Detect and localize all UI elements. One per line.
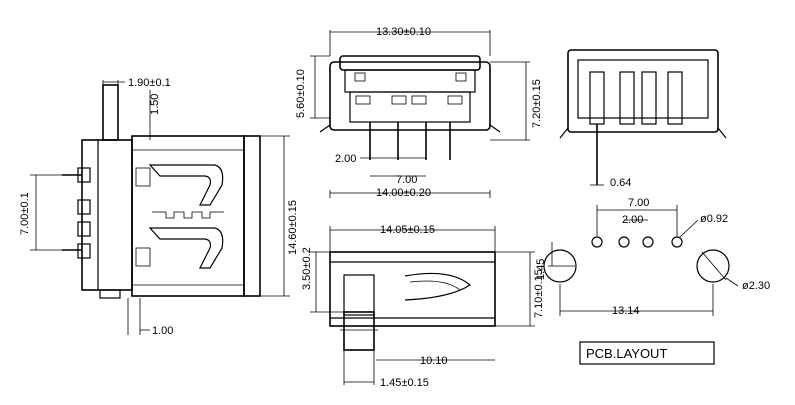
top-view: 14.05±0.15 3.50±0.2 7.10±0.15 10.10 1.45… (301, 224, 545, 389)
rear-pin-thickness-label: 0.64 (610, 177, 631, 189)
small-hole-1 (591, 236, 603, 248)
pcb-big-hole-label: ø2.30 (742, 280, 770, 292)
front-top-width-label: 13.30±0.10 (376, 26, 431, 38)
front-total-width-label: 14.00±0.20 (376, 187, 431, 199)
pcb-span-label: 13.14 (612, 305, 640, 317)
small-hole-3 (642, 236, 654, 248)
pcb-layout: 7.00 2.00 ø0.92 ø2.30 1.45 13.14 PCB.LAY… (535, 197, 770, 365)
pcb-title: PCB.LAYOUT (586, 346, 667, 361)
front-large-pitch-label: 7.00 (396, 174, 417, 186)
side-pin-length-label: 1.50 (149, 94, 161, 115)
top-length-label: 14.05±0.15 (380, 224, 435, 236)
pcb-offset-label: 1.45 (535, 259, 547, 280)
side-pin-width-label: 1.90±0.1 (128, 77, 171, 89)
side-foot-label: 1.00 (152, 325, 173, 337)
pcb-large-pitch-label: 7.00 (628, 197, 649, 209)
top-height-label: 7.10±0.15 (533, 269, 545, 318)
side-view: 1.90±0.1 1.50 7.00±0.1 14.60±0.15 1.00 (19, 77, 299, 337)
front-opening-height-label: 5.60±0.10 (295, 69, 307, 118)
side-pin-height-label: 7.00±0.1 (19, 192, 31, 235)
large-hole-right (696, 249, 730, 283)
front-small-pitch-label: 2.00 (335, 153, 356, 165)
small-hole-2 (618, 236, 630, 248)
front-view: 13.30±0.10 5.60±0.10 7.20±0.15 2.00 7.00… (295, 26, 543, 199)
large-hole-left (543, 249, 577, 283)
front-total-height-label: 7.20±0.15 (531, 79, 543, 128)
top-post-label: 1.45±0.15 (380, 377, 429, 389)
side-body-height-label: 14.60±0.15 (287, 200, 299, 255)
small-hole-4 (671, 236, 683, 248)
top-offset-label: 3.50±0.2 (301, 247, 313, 290)
rear-view: 0.64 (559, 49, 727, 189)
top-inner-label: 10.10 (420, 355, 448, 367)
pcb-title-box (579, 341, 715, 365)
pcb-small-pitch-label: 2.00 (622, 214, 643, 226)
pcb-small-hole-label: ø0.92 (700, 213, 728, 225)
